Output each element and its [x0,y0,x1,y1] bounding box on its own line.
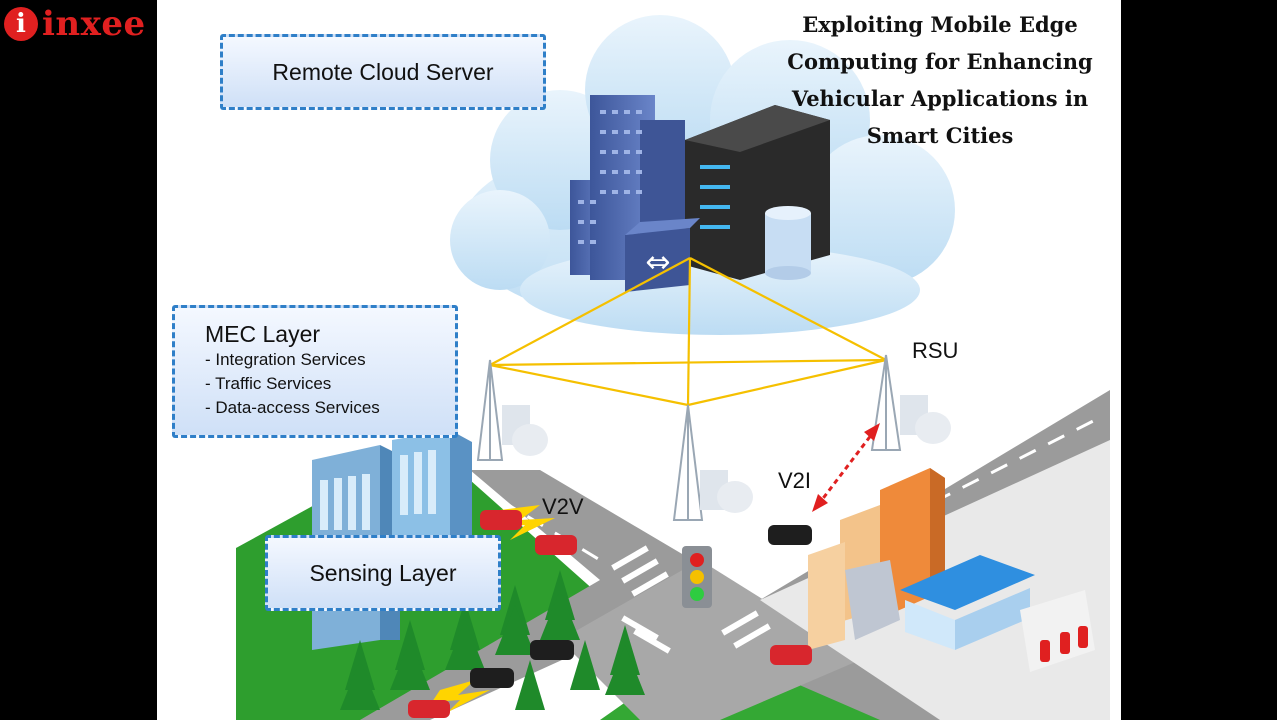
rsu-tower-center [672,404,753,521]
gas-station-icon [900,555,1095,672]
title-line: Exploiting Mobile Edge [802,12,1078,37]
database-icon [765,206,811,280]
v2i-arrow [812,423,880,512]
rsu-label: RSU [912,338,959,363]
rsu-tower-left [476,359,548,461]
logo-badge-icon: i [4,7,38,41]
tree-icons [340,570,645,710]
mec-layer-heading: MEC Layer [205,321,321,347]
connection-lines [489,257,887,407]
diagram-title: Exploiting Mobile Edge Computing for Enh… [770,6,1110,154]
office-buildings-right [808,468,945,650]
brand-logo: i inxee [4,4,146,44]
remote-cloud-server-label: Remote Cloud Server [220,34,546,110]
title-line: Vehicular Applications in [791,86,1089,111]
title-line: Computing for Enhancing [787,49,1093,74]
crosswalk-stripes [611,545,771,654]
mec-service-item: - Traffic Services [205,374,332,393]
car-icons [408,510,812,718]
sensing-layer-label: Sensing Layer [265,535,501,611]
router-icon: ⇔ [625,218,700,292]
v2v-label: V2V [542,494,584,519]
mec-service-item: - Data-access Services [205,398,380,417]
road-lane-dashes [499,413,1106,562]
logo-text: inxee [42,4,146,44]
mec-service-item: - Integration Services [205,350,366,369]
mec-layer-box: MEC Layer - Integration Services - Traff… [172,305,458,438]
rsu-tower-right [870,354,951,451]
v2i-label: V2I [778,468,812,493]
title-line: Smart Cities [866,123,1014,148]
lightning-icon-bottom [432,680,490,712]
traffic-light-icon [682,546,712,608]
